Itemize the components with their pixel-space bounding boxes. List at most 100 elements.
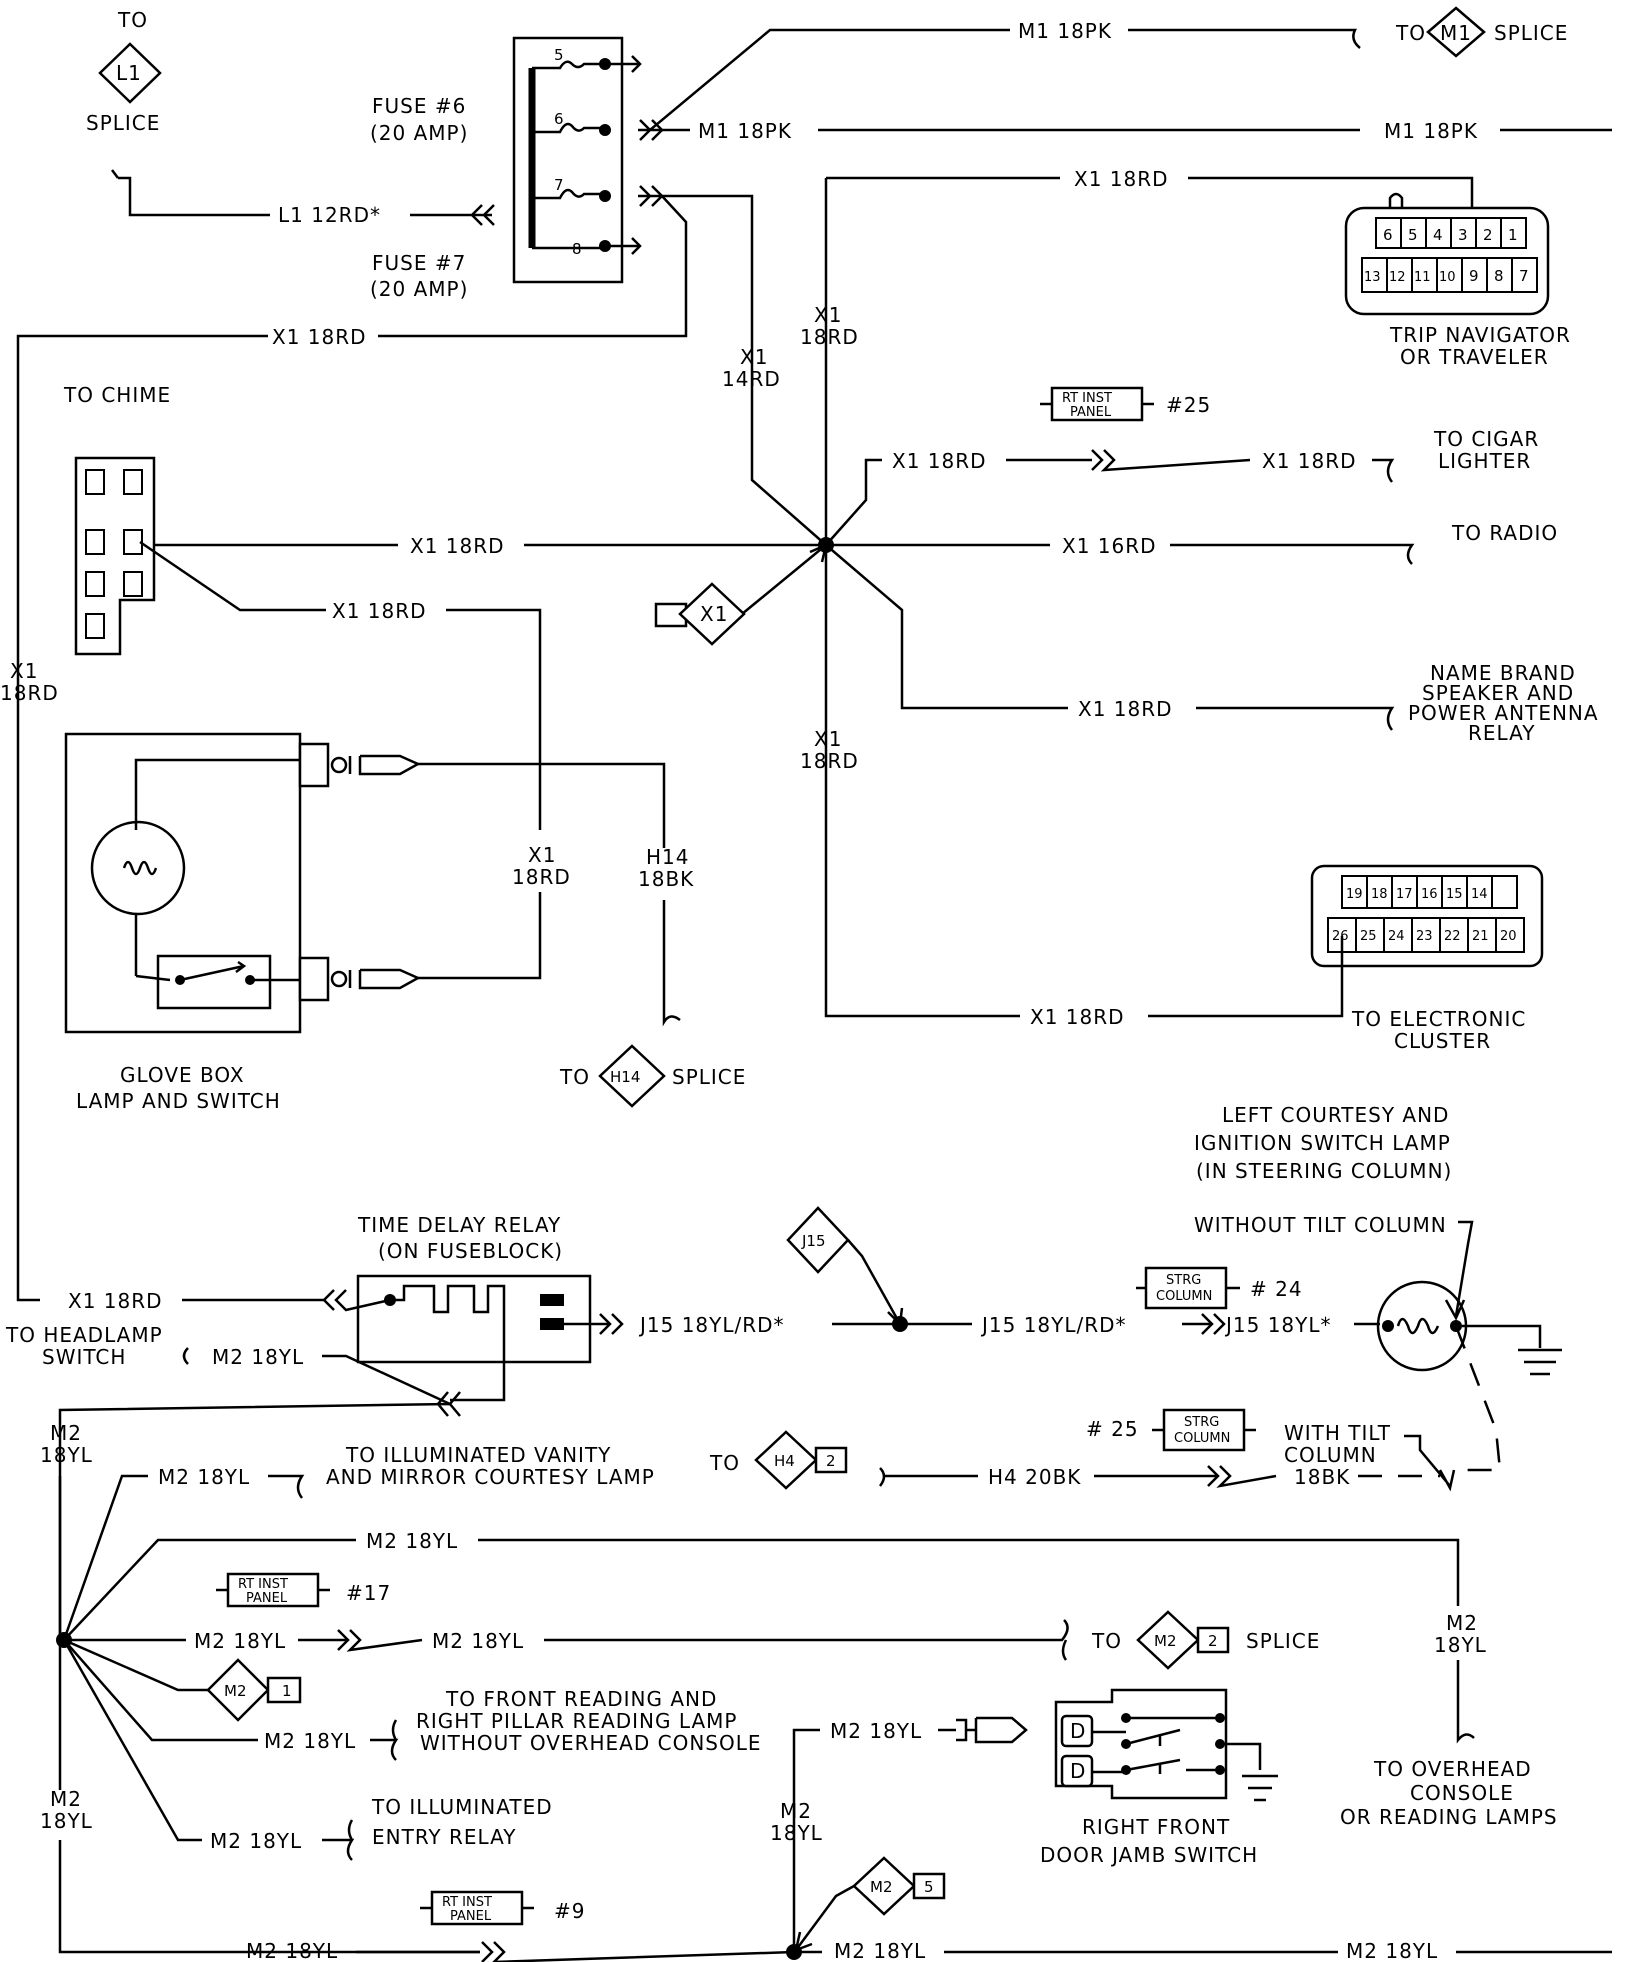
cl-pin-21: 21 xyxy=(1472,929,1489,944)
m2-top-wire: M2 18YL xyxy=(366,1529,458,1553)
vanity-2: AND MIRROR COURTESY LAMP xyxy=(326,1465,655,1489)
h14-splice-diamond xyxy=(598,1044,666,1108)
door-vert-b: 18YL xyxy=(770,1821,823,1845)
reading-3: WITHOUT OVERHEAD CONSOLE xyxy=(420,1731,762,1755)
m1-mid-label: M1 18PK xyxy=(698,119,792,143)
l1-splice-group: TO L1 SPLICE L1 12RD* xyxy=(86,8,495,227)
cigar-to: TO CIGAR xyxy=(1433,427,1539,451)
trip-pins-top: 6 5 4 3 2 1 xyxy=(1375,217,1527,249)
chime-hub-wire: X1 18RD xyxy=(410,534,505,558)
trip-pin-7: 7 xyxy=(1519,267,1529,285)
l1-wire-label: L1 12RD* xyxy=(278,203,381,227)
relay-title-2: (ON FUSEBLOCK) xyxy=(378,1239,563,1263)
courtesy-title-1: LEFT COURTESY AND xyxy=(1222,1103,1449,1127)
fuse6-label: FUSE #6 xyxy=(372,94,466,118)
m2-1-num: 1 xyxy=(282,1682,292,1700)
fuse7-amp: (20 AMP) xyxy=(370,277,468,301)
overhead-1: TO OVERHEAD xyxy=(1373,1757,1532,1781)
speaker-wire: X1 18RD xyxy=(1078,697,1173,721)
trip-label-1: TRIP NAVIGATOR xyxy=(1389,323,1571,347)
radio-label: TO RADIO xyxy=(1451,521,1558,545)
left-x1: X1 xyxy=(10,659,38,683)
l1-splice-label: SPLICE xyxy=(86,111,160,135)
fuse-block: FUSE #6 (20 AMP) FUSE #7 (20 AMP) 5 6 7 … xyxy=(370,36,642,301)
fuse6-num: 6 xyxy=(554,110,564,128)
relay-j15-wire-1: J15 18YL/RD* xyxy=(638,1313,785,1337)
j15-splice-diamond xyxy=(786,1206,850,1274)
rt-inst-9-num: #9 xyxy=(554,1899,585,1923)
bottom-wire-1: M2 18YL xyxy=(246,1939,338,1962)
gb-label-1: GLOVE BOX xyxy=(120,1063,245,1087)
x1-18rd-up-a: X1 xyxy=(814,303,842,327)
x1-splice-diamond xyxy=(678,582,746,646)
m2-splice-label: SPLICE xyxy=(1246,1629,1320,1653)
overhead-a: M2 xyxy=(1446,1611,1478,1635)
m2-5-diamond xyxy=(852,1856,916,1916)
door-sw-d2: D xyxy=(1070,1759,1086,1783)
entry-2: ENTRY RELAY xyxy=(372,1825,517,1849)
h14-to: TO xyxy=(559,1065,590,1089)
splice-wire-1: M2 18YL xyxy=(194,1629,286,1653)
rt-inst-9-l1: RT INST xyxy=(442,1895,492,1910)
x1-hub-wires: X1 18RD X1 18RD X1 14RD X1 18RD X1 18RD … xyxy=(0,178,1598,1302)
chime-label: TO CHIME xyxy=(63,383,171,407)
m1-splice-diamond xyxy=(1426,6,1486,58)
overhead-2: CONSOLE xyxy=(1410,1781,1514,1805)
strg24-l2: COLUMN xyxy=(1156,1289,1212,1304)
gb-h14-a: H14 xyxy=(646,845,690,869)
entry-wire: M2 18YL xyxy=(210,1829,302,1853)
time-delay-relay: TIME DELAY RELAY (ON FUSEBLOCK) X1 18RD … xyxy=(5,1206,1380,1640)
strg25-l2: COLUMN xyxy=(1174,1431,1230,1446)
x1-14rd-b: 14RD xyxy=(722,367,781,391)
h14-splice-label: SPLICE xyxy=(672,1065,746,1089)
speaker-2: SPEAKER AND xyxy=(1422,681,1574,705)
l1-to-label: TO xyxy=(117,8,148,32)
m2-splice-id: M2 xyxy=(1154,1632,1177,1650)
strg25-l1: STRG xyxy=(1184,1415,1219,1430)
with-tilt-2: COLUMN xyxy=(1284,1443,1377,1467)
bottom-wire-2: M2 18YL xyxy=(834,1939,926,1962)
speaker-1: NAME BRAND xyxy=(1430,661,1576,685)
gb-label-2: LAMP AND SWITCH xyxy=(76,1089,281,1113)
door-sw-d1: D xyxy=(1070,1719,1086,1743)
trip-label-2: OR TRAVELER xyxy=(1400,345,1549,369)
cigar-wire-2: X1 18RD xyxy=(1262,449,1357,473)
trip-pin-13: 13 xyxy=(1364,270,1381,285)
rt-inst-17-l1: RT INST xyxy=(238,1577,288,1592)
overhead-3: OR READING LAMPS xyxy=(1340,1805,1558,1829)
cl-pin-25: 25 xyxy=(1360,929,1377,944)
cigar-lighter: LIGHTER xyxy=(1438,449,1531,473)
trip-pin-11: 11 xyxy=(1414,270,1431,285)
m2-left2-b: 18YL xyxy=(40,1809,93,1833)
cl-pin-20: 20 xyxy=(1500,929,1517,944)
m2-harness: M2 18YL M2 18YL M2 18YL TO ILLUMINATED V… xyxy=(40,1421,1612,1962)
cl-pin-23: 23 xyxy=(1416,929,1433,944)
cl-pin-24: 24 xyxy=(1388,929,1405,944)
x1-splice-id: X1 xyxy=(700,602,728,626)
m2-left-b: 18YL xyxy=(40,1443,93,1467)
chime-connector: TO CHIME X1 18RD xyxy=(63,383,542,830)
door-switch-2: DOOR JAMB SWITCH xyxy=(1040,1843,1258,1867)
overhead-b: 18YL xyxy=(1434,1633,1487,1657)
m2-left-a: M2 xyxy=(50,1421,82,1445)
m2-splice-diamond xyxy=(1136,1610,1200,1670)
cluster-connector xyxy=(1310,864,1544,968)
rt-inst-25-l2: PANEL xyxy=(1070,405,1112,420)
m1-splice-label: SPLICE xyxy=(1494,21,1568,45)
x1-14rd-a: X1 xyxy=(740,345,768,369)
left-18rd: 18RD xyxy=(0,681,59,705)
strg24-num: # 24 xyxy=(1250,1277,1303,1301)
speaker-4: RELAY xyxy=(1468,721,1535,745)
h14-splice-id: H14 xyxy=(610,1068,640,1086)
m1-splice-id: M1 xyxy=(1440,21,1472,45)
h4-to: TO xyxy=(709,1451,740,1475)
relay-j15-wire-2: J15 18YL/RD* xyxy=(980,1313,1127,1337)
cl-pin-19: 19 xyxy=(1346,887,1363,902)
vanity-1: TO ILLUMINATED VANITY xyxy=(345,1443,611,1467)
fuse7-label: FUSE #7 xyxy=(372,251,466,275)
glove-box: X1 18RD H14 18BK GLOVE BOX LAMP AND SWIT… xyxy=(64,732,746,1113)
m1-wires: M1 18PK TO M1 SPLICE M1 18PK M1 18PK xyxy=(638,6,1612,143)
relay-m2-wire: M2 18YL xyxy=(212,1345,304,1369)
x1-18rd-down-b: 18RD xyxy=(800,749,859,773)
